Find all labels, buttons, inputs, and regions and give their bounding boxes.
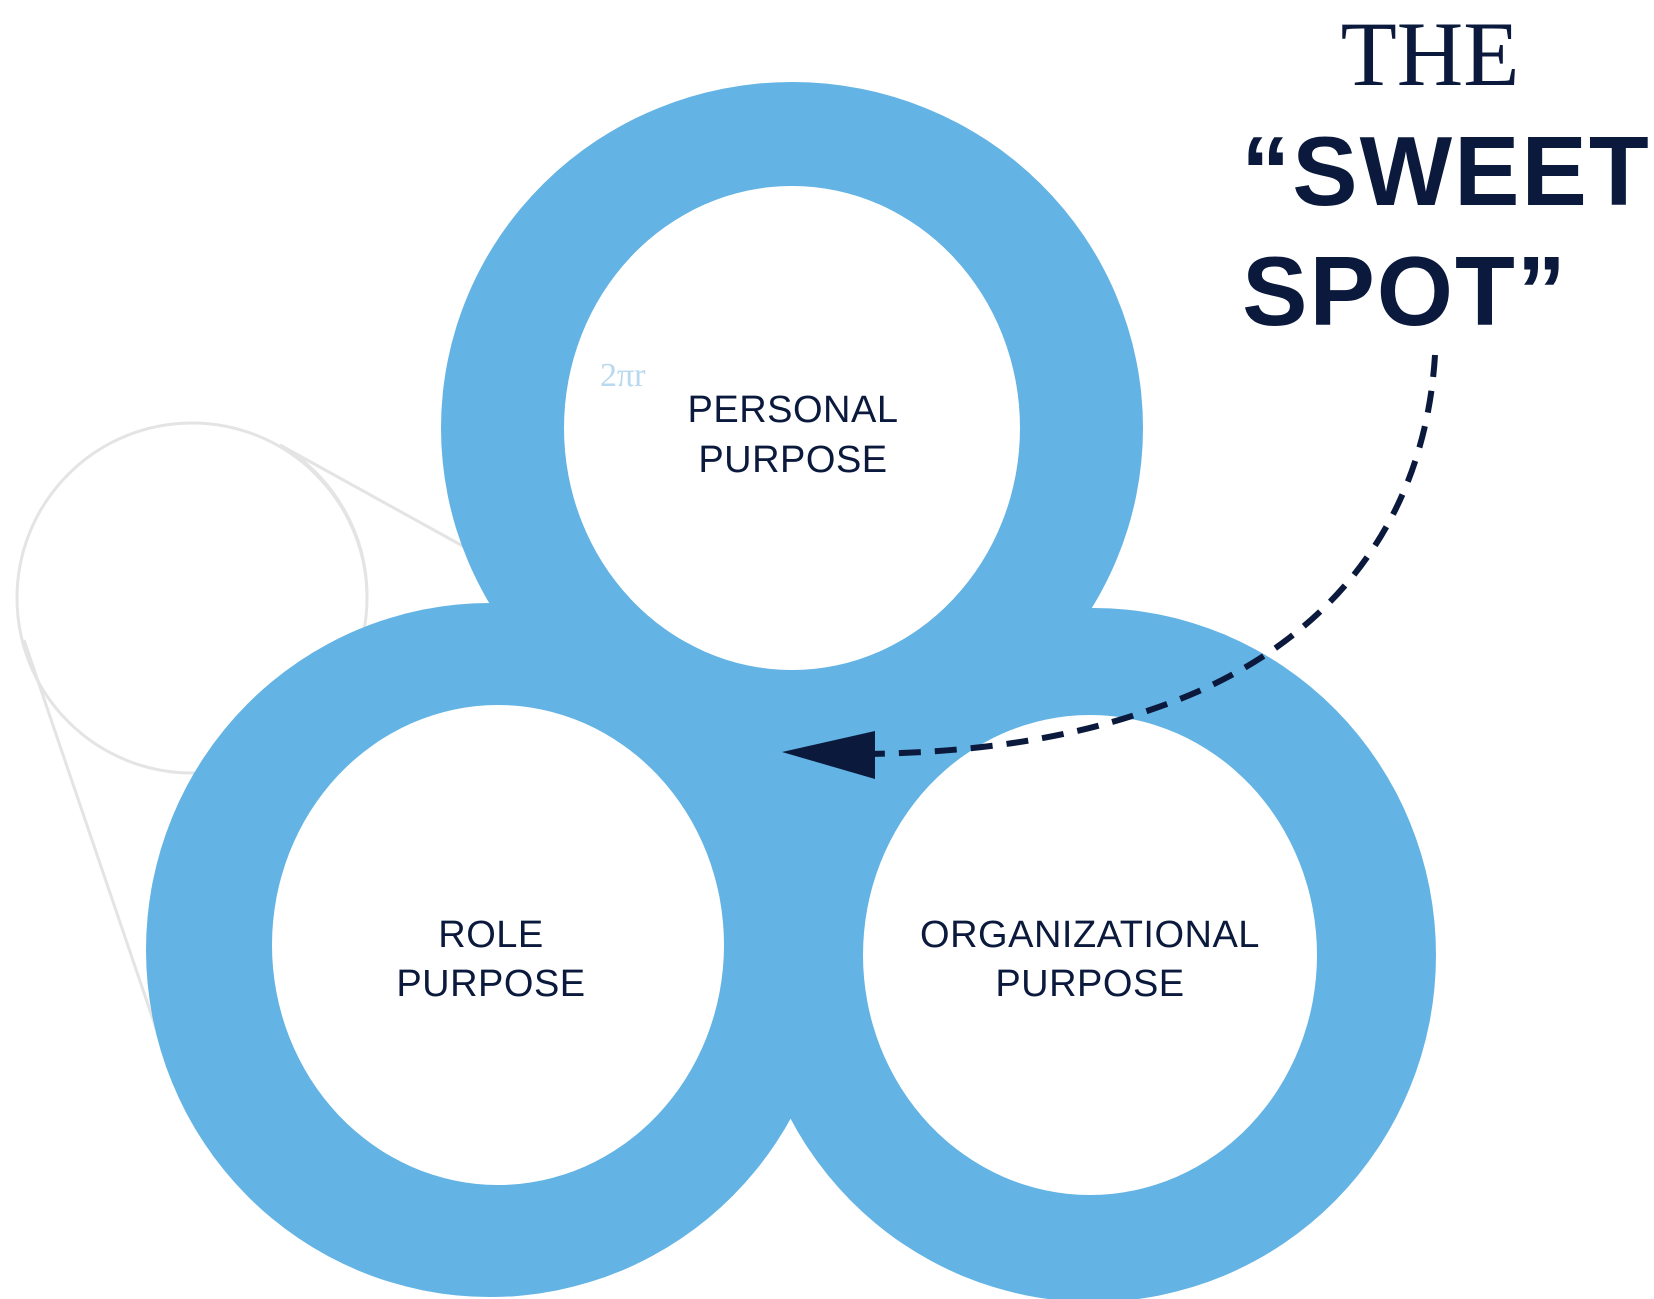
sweet-spot-arrowhead-icon (782, 731, 875, 779)
personal-label-line2: PURPOSE (698, 439, 887, 481)
ghost-line (22, 639, 162, 1041)
title-line3: SPOT” (1242, 236, 1568, 346)
personal-label-line1: PERSONAL (688, 389, 899, 431)
role-label-line1: ROLE (438, 914, 543, 956)
ghost-line (279, 443, 471, 552)
sweet-spot-arrow-path (869, 354, 1438, 757)
hole-personal (564, 186, 1020, 670)
hole-role (272, 705, 724, 1185)
title-line1: THE (1341, 3, 1520, 105)
title-line2: “SWEET (1241, 116, 1650, 226)
ghost-arc (279, 443, 369, 599)
role-label-line2: PURPOSE (396, 963, 585, 1005)
hole-organizational (863, 715, 1317, 1195)
formula-text: 2πr (600, 357, 646, 394)
ring-group (146, 82, 1436, 1299)
organizational-label-line2: PURPOSE (995, 963, 1184, 1005)
organizational-label-line1: ORGANIZATIONAL (920, 914, 1260, 956)
